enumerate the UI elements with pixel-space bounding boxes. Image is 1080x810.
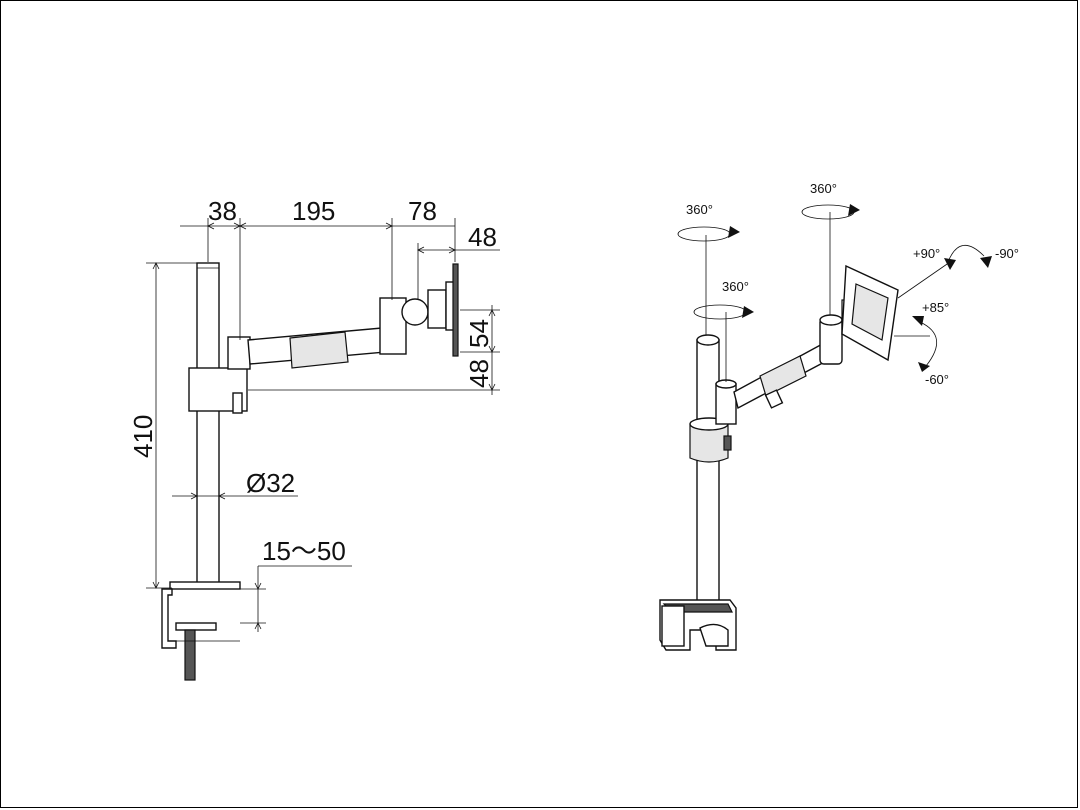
label-tilt-plus: +90° bbox=[913, 246, 940, 261]
isometric-view: 360° 360° 360° +90° -90° +85° -60° bbox=[659, 181, 1019, 651]
rotation-arrow-pole bbox=[677, 226, 740, 335]
clamp-screw bbox=[184, 629, 196, 681]
side-view: 38 195 78 48 54 48 410 Ø32 15～50 bbox=[128, 196, 500, 681]
pole bbox=[196, 262, 220, 586]
tilt-block bbox=[427, 289, 447, 329]
iso-pole-cap bbox=[696, 334, 720, 346]
label-tilt-minus: -90° bbox=[995, 246, 1019, 261]
label-swivel-minus: -60° bbox=[925, 372, 949, 387]
tilt-arrow bbox=[897, 245, 992, 299]
lock-screw bbox=[232, 392, 243, 414]
iso-arm-sleeve bbox=[759, 355, 807, 397]
clamp-pad bbox=[175, 622, 217, 631]
iso-arm-base bbox=[715, 383, 737, 425]
vesa-plate bbox=[452, 263, 459, 357]
dim-diameter: Ø32 bbox=[246, 468, 295, 498]
dim-48-top: 48 bbox=[468, 222, 497, 252]
dim-54: 54 bbox=[464, 319, 494, 348]
label-arm-rotation: 360° bbox=[722, 279, 749, 294]
tilt-knob bbox=[401, 298, 429, 326]
swivel-arrow bbox=[894, 316, 937, 372]
arm-sleeve bbox=[289, 331, 349, 369]
dim-410: 410 bbox=[128, 415, 158, 458]
label-head-rotation: 360° bbox=[810, 181, 837, 196]
rotation-arrow-arm bbox=[693, 304, 754, 382]
clamp-top bbox=[169, 581, 241, 590]
dim-clamp-range: 15～50 bbox=[262, 536, 346, 566]
iso-pole bbox=[696, 339, 720, 623]
clamp-body bbox=[161, 588, 177, 649]
rotation-arrow-head bbox=[801, 204, 860, 315]
dim-48-side: 48 bbox=[464, 359, 494, 388]
label-pole-rotation: 360° bbox=[686, 202, 713, 217]
label-swivel-plus: +85° bbox=[922, 300, 949, 315]
dim-38: 38 bbox=[208, 196, 237, 226]
arm-base bbox=[227, 336, 251, 370]
head-joint bbox=[379, 297, 407, 355]
dim-78: 78 bbox=[408, 196, 437, 226]
dim-195: 195 bbox=[292, 196, 335, 226]
iso-lock bbox=[723, 435, 732, 451]
iso-collar bbox=[689, 423, 729, 463]
